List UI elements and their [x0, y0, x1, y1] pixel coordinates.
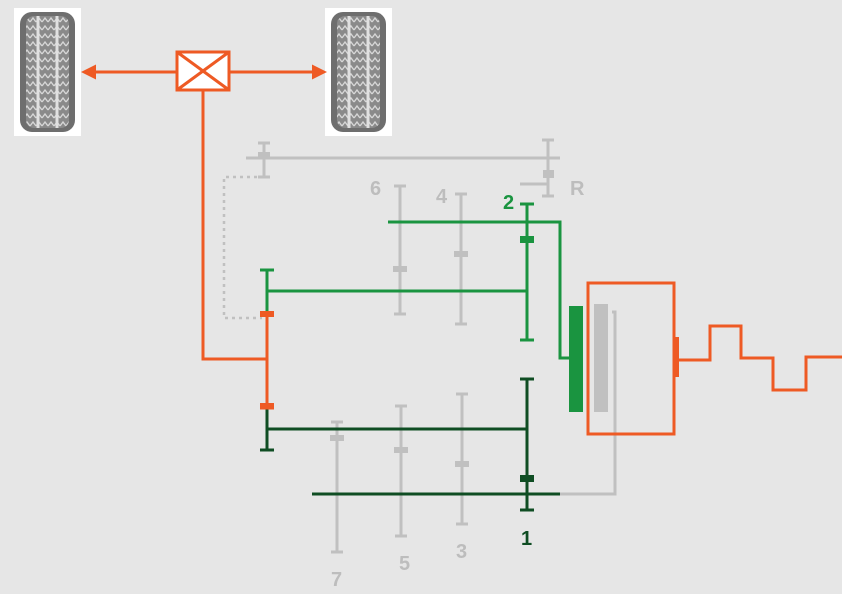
gear-r-label: R	[570, 178, 585, 200]
clutch-2-plate	[569, 306, 583, 412]
gear-5-label: 5	[399, 553, 410, 575]
left-tire-icon	[14, 8, 81, 136]
inactive-hubs	[258, 152, 608, 467]
gear-2-label: 2	[503, 192, 514, 214]
gear-6-label: 6	[370, 178, 381, 200]
gear-1-label: 1	[521, 528, 532, 550]
gear-1-power-path	[260, 377, 560, 512]
gear-2-hub	[520, 236, 534, 243]
gear-3-label: 3	[456, 541, 467, 563]
hub-orange-bottom	[260, 403, 274, 409]
gear-2-power-path	[260, 202, 572, 360]
power-flow-path	[201, 90, 842, 436]
gear-1-hub	[520, 475, 534, 482]
inactive-gears	[222, 138, 617, 554]
differential-icon	[175, 50, 231, 92]
hub-orange-top	[260, 311, 274, 317]
right-tire-icon	[325, 8, 392, 136]
engine-flange	[673, 337, 679, 377]
gear-7-label: 7	[331, 569, 342, 589]
gear-4-label: 4	[436, 186, 448, 208]
